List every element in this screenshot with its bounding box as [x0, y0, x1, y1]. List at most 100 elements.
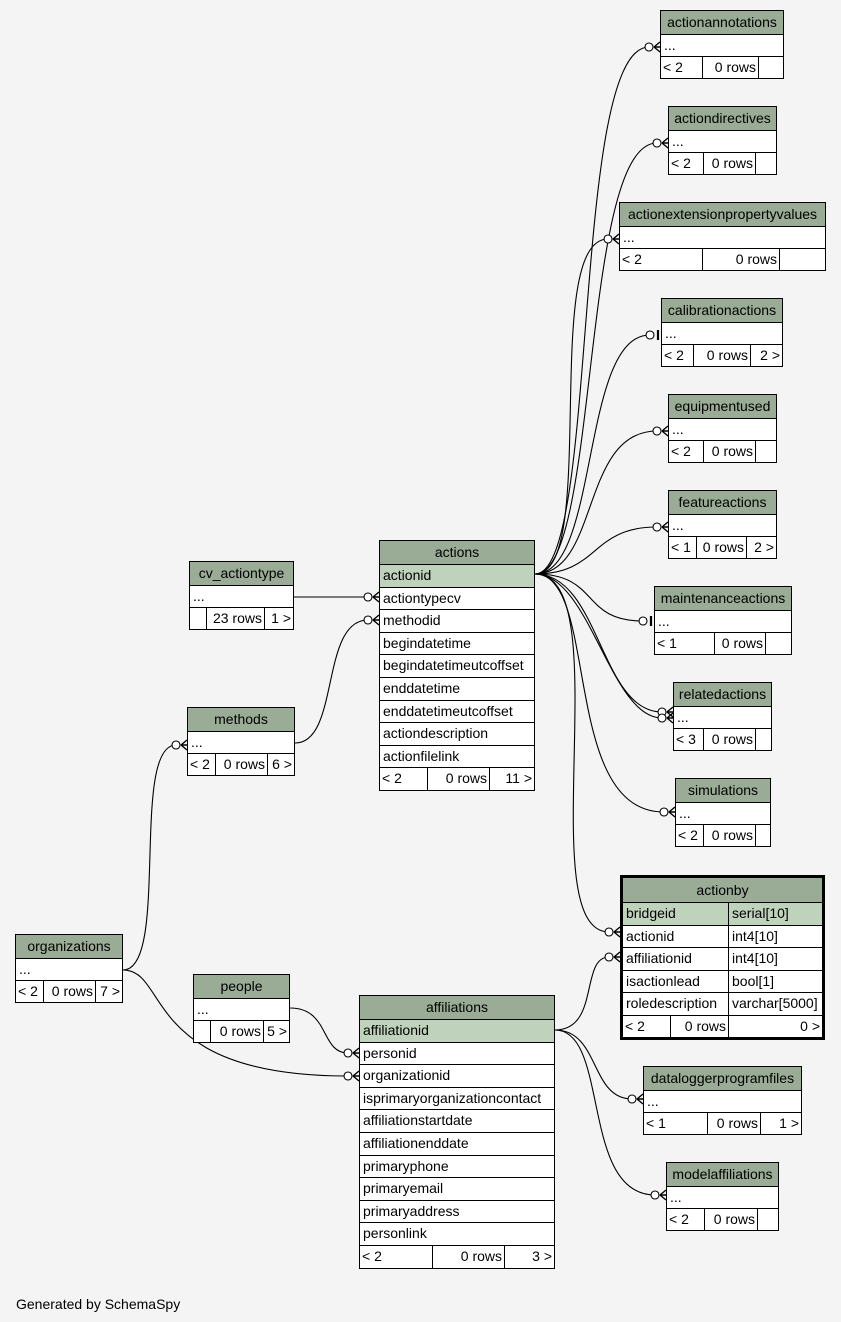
columns-ellipsis[interactable]: ...: [190, 586, 293, 608]
columns-ellipsis[interactable]: ...: [661, 35, 783, 57]
column-enddatetimeutcoffset[interactable]: enddatetimeutcoffset: [380, 701, 534, 724]
column-enddatetime[interactable]: enddatetime: [380, 678, 534, 701]
relationship-line: [534, 573, 663, 719]
columns-ellipsis[interactable]: ...: [669, 131, 776, 153]
optional-marker: [171, 740, 181, 750]
columns-ellipsis[interactable]: ...: [669, 419, 776, 441]
column-actionfilelink[interactable]: actionfilelink: [380, 746, 534, 769]
relationship-line: [289, 1007, 349, 1054]
table-title[interactable]: featureactions: [669, 491, 776, 515]
columns-ellipsis[interactable]: ...: [667, 1187, 778, 1209]
columns-ellipsis[interactable]: ...: [194, 999, 289, 1021]
optional-marker: [638, 616, 648, 626]
column-affiliationenddate[interactable]: affiliationenddate: [360, 1133, 554, 1156]
table-title[interactable]: organizations: [16, 935, 122, 959]
columns-ellipsis[interactable]: ...: [674, 707, 771, 729]
table-title[interactable]: equipmentused: [669, 395, 776, 419]
parent-count: < 2: [676, 825, 704, 846]
columns-ellipsis[interactable]: ...: [669, 515, 776, 537]
column-actionid[interactable]: actionid: [380, 565, 534, 588]
row-count: 0 rows: [704, 729, 756, 750]
column-begindatetimeutcoffset[interactable]: begindatetimeutcoffset: [380, 655, 534, 678]
column-personlink[interactable]: personlink: [360, 1223, 554, 1246]
parent-count: < 2: [667, 1209, 705, 1230]
column-isprimaryorganizationcontact[interactable]: isprimaryorganizationcontact: [360, 1088, 554, 1111]
optional-marker: [644, 42, 654, 52]
child-count: [756, 153, 776, 174]
table-title[interactable]: dataloggerprogramfiles: [644, 1067, 801, 1091]
table-title[interactable]: affiliations: [360, 996, 554, 1020]
table-title[interactable]: people: [194, 975, 289, 999]
table-title[interactable]: simulations: [676, 779, 770, 803]
column-organizationid[interactable]: organizationid: [360, 1065, 554, 1088]
parent-count: < 2: [188, 754, 216, 775]
column-personid[interactable]: personid: [360, 1043, 554, 1066]
parent-count: < 2: [623, 1015, 671, 1037]
parent-count: < 2: [661, 57, 703, 78]
child-count: [756, 441, 776, 462]
table-title[interactable]: relatedactions: [674, 683, 771, 707]
optional-marker: [652, 138, 662, 148]
columns-ellipsis[interactable]: ...: [16, 959, 122, 981]
column-affiliationid[interactable]: affiliationid: [360, 1020, 554, 1043]
child-count: [780, 249, 825, 270]
column-affiliationstartdate[interactable]: affiliationstartdate: [360, 1110, 554, 1133]
column-type: varchar[5000]: [732, 995, 818, 1011]
columns-ellipsis[interactable]: ...: [620, 227, 825, 249]
table-title[interactable]: actionannotations: [661, 11, 783, 35]
table-title[interactable]: modelaffiliations: [667, 1163, 778, 1187]
column-actiontypecv[interactable]: actiontypecv: [380, 588, 534, 611]
parent-count: < 2: [620, 249, 703, 270]
table-title[interactable]: actionby: [623, 878, 822, 903]
columns-ellipsis[interactable]: ...: [655, 611, 791, 633]
child-count: [756, 825, 770, 846]
child-count: 7 >: [100, 983, 120, 999]
columns-ellipsis[interactable]: ...: [188, 732, 294, 754]
table-title[interactable]: actions: [380, 541, 534, 565]
table-title[interactable]: calibrationactions: [662, 299, 782, 323]
column-begindatetime[interactable]: begindatetime: [380, 633, 534, 656]
columns-ellipsis[interactable]: ...: [676, 803, 770, 825]
column-primaryphone[interactable]: primaryphone: [360, 1156, 554, 1179]
table-title[interactable]: actionextensionpropertyvalues: [620, 203, 825, 227]
column-type: bool[1]: [732, 972, 775, 989]
optional-marker: [363, 615, 373, 625]
column-primaryemail[interactable]: primaryemail: [360, 1178, 554, 1201]
column-primaryaddress[interactable]: primaryaddress: [360, 1201, 554, 1224]
column-actiondescription[interactable]: actiondescription: [380, 723, 534, 746]
table-title[interactable]: methods: [188, 708, 294, 732]
column-methodid[interactable]: methodid: [380, 610, 534, 633]
relationship-line: [534, 430, 658, 575]
columns-ellipsis[interactable]: ...: [644, 1091, 801, 1113]
table-title[interactable]: actiondirectives: [669, 107, 776, 131]
table-title[interactable]: maintenanceactions: [655, 587, 791, 611]
table-title[interactable]: cv_actiontype: [190, 562, 293, 586]
columns-ellipsis[interactable]: ...: [662, 323, 782, 345]
